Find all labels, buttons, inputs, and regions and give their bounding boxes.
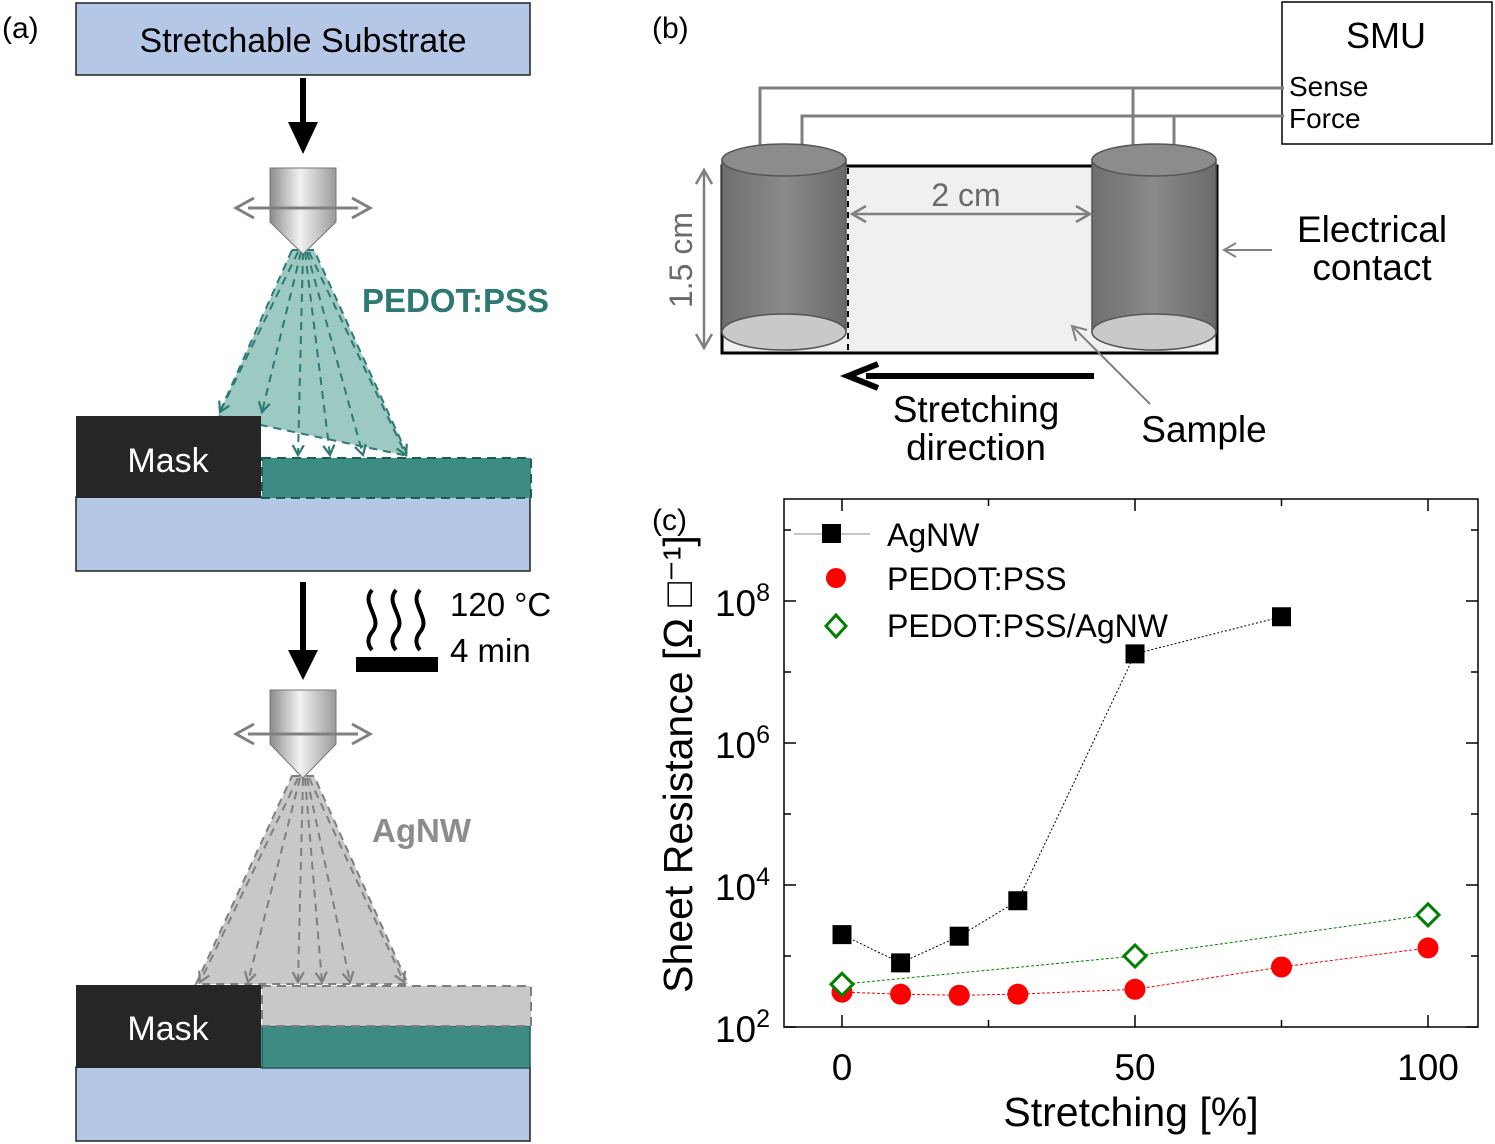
smu-sense-label: Sense (1289, 71, 1368, 102)
panel-c: (c) 0 50 100 102 104 106 108 Stretching … (652, 498, 1479, 1135)
panel-a-label: (a) (2, 12, 39, 45)
wiring (758, 86, 1284, 158)
height-label: 1.5 cm (663, 212, 699, 308)
pedot-label: PEDOT:PSS (362, 282, 549, 319)
contact-label-line2: contact (1312, 247, 1432, 288)
step1-stack: Mask (75, 416, 532, 572)
stretching-direction-arrow (839, 361, 1094, 391)
legend-item-pedot-agnw: PEDOT:PSS/AgNW (823, 608, 1169, 644)
down-arrow-1 (288, 78, 318, 154)
panel-b: (b) SMU Sense Force (652, 1, 1493, 468)
data-point-s2-1 (1121, 942, 1149, 970)
step2-stack: Mask (75, 985, 532, 1142)
spray-nozzle-icon (269, 167, 337, 255)
smu-force-label: Force (1289, 103, 1361, 134)
chart-ticks (784, 499, 1478, 1028)
series-line-0 (841, 616, 1282, 964)
mask-label: Mask (127, 442, 209, 480)
contact-pointer-arrow (1222, 242, 1272, 258)
y-tick-labels: 102 104 106 108 (715, 579, 770, 1050)
y-tick-label-10e4: 104 (715, 863, 770, 908)
chart-legend: AgNW PEDOT:PSS PEDOT:PSS/AgNW (794, 517, 1169, 644)
data-point-s0-0 (832, 925, 852, 945)
sample-label: Sample (1141, 409, 1266, 450)
agnw-label: AgNW (372, 812, 472, 849)
y-tick-label-10e6: 106 (715, 721, 770, 766)
data-point-s1-4 (1124, 978, 1146, 1000)
data-point-s0-4 (1125, 644, 1145, 664)
y-tick-label-10e2: 102 (715, 1005, 770, 1050)
chart-markers (828, 607, 1442, 1006)
x-axis-label: Stretching [%] (1003, 1089, 1258, 1135)
data-point-s2-0 (828, 971, 856, 998)
heat-icon (356, 588, 438, 672)
data-point-s2-2 (1414, 901, 1442, 928)
data-point-s0-2 (949, 926, 969, 946)
panel-b-label: (b) (652, 12, 689, 45)
data-point-s0-3 (1008, 891, 1028, 911)
panel-c-label: (c) (652, 504, 687, 537)
legend-label-agnw: AgNW (887, 517, 980, 553)
legend-item-agnw: AgNW (794, 517, 980, 553)
right-electrical-contact (1091, 143, 1217, 351)
x-tick-label-0: 0 (832, 1047, 853, 1088)
contact-label-line1: Electrical (1297, 209, 1447, 250)
panel-a: (a) Stretchable Substrate PEDOT: (2, 2, 551, 1142)
y-tick-label-10e8: 108 (715, 579, 770, 624)
lateral-movement-arrow-icon-2 (232, 722, 374, 746)
y-axis-label: Sheet Resistance [Ω □⁻¹] (655, 535, 701, 993)
data-point-s1-2 (948, 984, 970, 1006)
x-tick-label-50: 50 (1114, 1047, 1155, 1088)
data-point-s0-1 (891, 953, 911, 973)
height-dimension-arrow (694, 167, 714, 351)
smu-box: SMU Sense Force (1281, 1, 1493, 145)
width-dimension-arrow (849, 204, 1093, 224)
chart-frame (783, 498, 1479, 1028)
legend-label-pedot-agnw: PEDOT:PSS/AgNW (887, 608, 1169, 644)
data-point-s1-6 (1417, 937, 1439, 959)
x-tick-label-100: 100 (1397, 1047, 1459, 1088)
width-label: 2 cm (931, 177, 1000, 213)
stretch-label-line1: Stretching (893, 389, 1060, 430)
anneal-time-label: 4 min (450, 632, 531, 669)
mask-label-2: Mask (127, 1010, 209, 1048)
sample-pointer-arrow (1070, 324, 1151, 405)
left-electrical-contact (721, 143, 847, 351)
legend-label-pedot: PEDOT:PSS (887, 561, 1067, 597)
x-tick-labels: 0 50 100 (832, 1047, 1459, 1088)
data-point-s1-3 (1007, 983, 1029, 1005)
anneal-temp-label: 120 °C (450, 586, 551, 623)
lateral-movement-arrow-icon (232, 196, 374, 220)
series-line-2 (841, 914, 1429, 985)
down-arrow-2 (288, 582, 318, 680)
smu-title: SMU (1346, 15, 1426, 56)
data-point-s1-1 (890, 983, 912, 1005)
stretch-label-line2: direction (906, 427, 1046, 468)
agnw-spray-cone (194, 775, 410, 985)
legend-item-pedot: PEDOT:PSS (826, 561, 1067, 597)
data-point-s0-5 (1272, 607, 1291, 627)
substrate-box: Stretchable Substrate (75, 2, 531, 76)
data-point-s1-5 (1271, 956, 1292, 978)
substrate-label: Stretchable Substrate (140, 22, 467, 60)
